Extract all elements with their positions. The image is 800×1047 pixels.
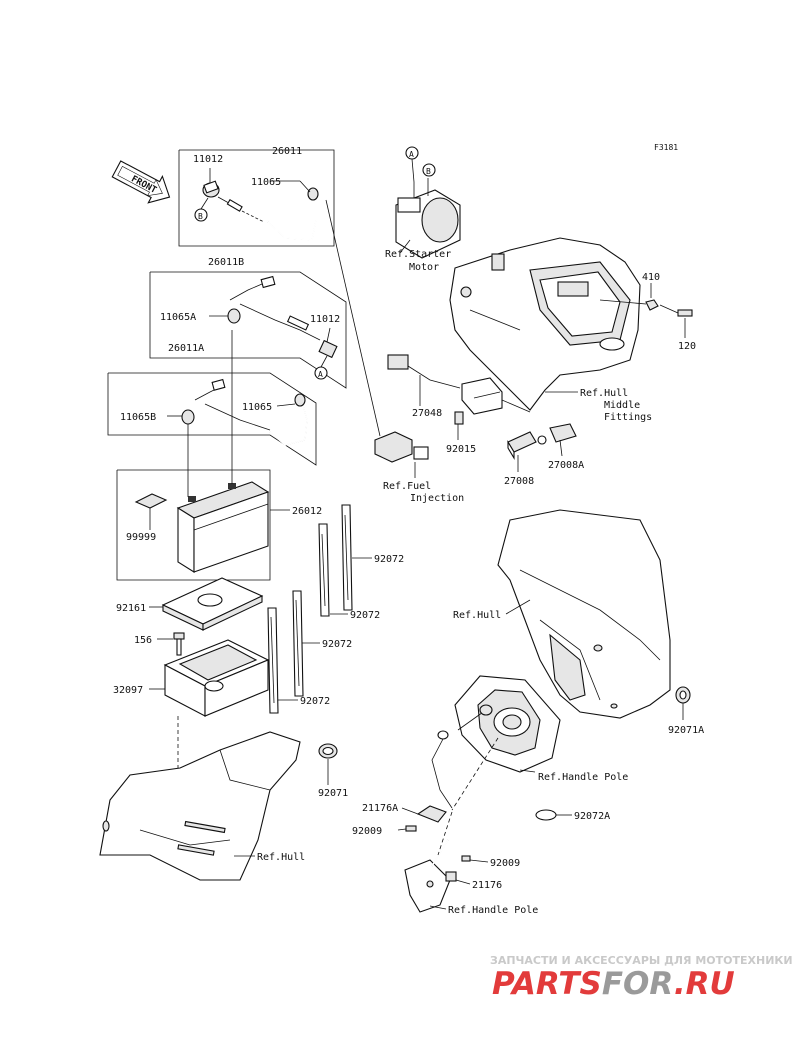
label-27008: 27008: [504, 476, 534, 487]
label-92072-d: 92072: [300, 696, 330, 707]
label-92161: 92161: [116, 603, 146, 614]
label-sheet-99999: [134, 493, 168, 509]
handle-pole-lower: [404, 839, 451, 913]
label-92009-a: 92009: [352, 826, 382, 837]
label-27048: 27048: [412, 408, 442, 419]
watermark-tagline: ЗАПЧАСТИ И АКСЕССУАРЫ ДЛЯ МОТОТЕХНИКИ: [490, 954, 793, 967]
clip-92015: [454, 411, 464, 425]
bolt-156: [173, 632, 185, 656]
label-11065B: 11065B: [120, 412, 156, 423]
fuel-injection-connector: [325, 199, 429, 463]
label-11012-mid: 11012: [310, 314, 340, 325]
part-labels: 11012 26011 11065 26011B 11065A 11012 26…: [113, 146, 704, 891]
svg-text:B: B: [426, 167, 431, 176]
label-92072-b: 92072: [350, 610, 380, 621]
callout-a-mid: A: [314, 355, 328, 380]
ref-handle-pole-lower: Ref.Handle Pole: [448, 905, 538, 916]
connector-27008: [507, 431, 537, 460]
label-92072-a: 92072: [374, 554, 404, 565]
handle-pole-mount: [454, 675, 561, 773]
callout-a-top: A: [405, 146, 419, 183]
relay-27048: [387, 354, 503, 415]
ref-hull-middle-line3: Fittings: [604, 412, 652, 423]
watermark-for: FOR: [602, 966, 674, 1002]
label-26011: 26011: [272, 146, 302, 157]
sensor-wire: [431, 730, 453, 809]
label-26011A: 26011A: [168, 343, 204, 354]
label-11012-top: 11012: [193, 154, 223, 165]
label-21176: 21176: [472, 880, 502, 891]
label-27008A: 27008A: [548, 460, 584, 471]
ref-starter-line1: Ref.Starter: [385, 249, 451, 260]
ref-hull-left: Ref.Hull: [257, 852, 305, 863]
strap-92072-a: [341, 504, 353, 611]
label-32097: 32097: [113, 685, 143, 696]
cable-26011A: [181, 378, 308, 446]
screw-92009-a: [405, 825, 417, 832]
hull-right: [497, 509, 671, 719]
label-120: 120: [678, 341, 696, 352]
cable-26011: [202, 180, 319, 241]
ref-handle-pole-upper: Ref.Handle Pole: [538, 772, 628, 783]
watermark: ЗАПЧАСТИ И АКСЕССУАРЫ ДЛЯ МОТОТЕХНИКИ PA…: [490, 954, 793, 1002]
grommet-92071A: [675, 686, 691, 704]
label-92071: 92071: [318, 788, 348, 799]
strap-92072-b: [318, 523, 330, 617]
svg-text:A: A: [318, 370, 323, 379]
nut-410: [645, 299, 659, 311]
ref-hull-right: Ref.Hull: [453, 610, 501, 621]
hull-left: [99, 731, 301, 881]
screw-92009-b: [461, 855, 471, 862]
label-92072-c: 92072: [322, 639, 352, 650]
figure-code: F3181: [654, 143, 678, 152]
ref-hull-middle-line1: Ref.Hull: [580, 388, 628, 399]
label-11065A: 11065A: [160, 312, 196, 323]
starter-motor: [395, 178, 461, 259]
watermark-logo: PARTSFOR.RU: [492, 966, 735, 1002]
bolt-120: [677, 309, 693, 317]
label-26012: 26012: [292, 506, 322, 517]
label-21176A: 21176A: [362, 803, 398, 814]
strap-92072-d: [267, 607, 279, 714]
callout-b-top: B: [422, 163, 436, 177]
label-92009-b: 92009: [490, 858, 520, 869]
grommet-92071: [318, 743, 338, 759]
svg-text:A: A: [409, 150, 414, 159]
strap-92072-c: [292, 590, 304, 697]
battery-group-box: [116, 469, 271, 581]
label-11065-mid: 11065: [242, 402, 272, 413]
svg-text:B: B: [198, 212, 203, 221]
connector-27008A: [537, 423, 577, 445]
tray-32097: [163, 639, 270, 717]
hull-middle-fittings: [449, 237, 641, 411]
clamp-21176A: [416, 805, 447, 823]
plate-92161: [161, 577, 264, 631]
battery-26012: [176, 481, 270, 573]
reference-labels: Ref.Starter Motor Ref.Hull Middle Fittin…: [257, 249, 652, 916]
watermark-parts: PARTS: [492, 966, 602, 1002]
label-92072A: 92072A: [574, 811, 610, 822]
cable-26011B: [227, 275, 338, 359]
ref-starter-line2: Motor: [409, 262, 439, 273]
watermark-ru: .RU: [674, 966, 735, 1002]
ref-hull-middle-line2: Middle: [604, 400, 640, 411]
clamp-21176: [445, 871, 457, 882]
label-11065-top: 11065: [251, 177, 281, 188]
front-arrow-icon: FRONT: [111, 160, 171, 204]
ref-fuel-line2: Injection: [410, 493, 464, 504]
label-92015: 92015: [446, 444, 476, 455]
label-92071A: 92071A: [668, 725, 704, 736]
label-26011B: 26011B: [208, 257, 244, 268]
label-156: 156: [134, 635, 152, 646]
ref-fuel-line1: Ref.Fuel: [383, 481, 431, 492]
leader-lines: [149, 168, 686, 910]
clip-92072A: [535, 809, 557, 821]
callout-b-left: B: [194, 197, 209, 222]
label-410: 410: [642, 272, 660, 283]
label-99999: 99999: [126, 532, 156, 543]
cable-group-boxes: [107, 149, 347, 466]
